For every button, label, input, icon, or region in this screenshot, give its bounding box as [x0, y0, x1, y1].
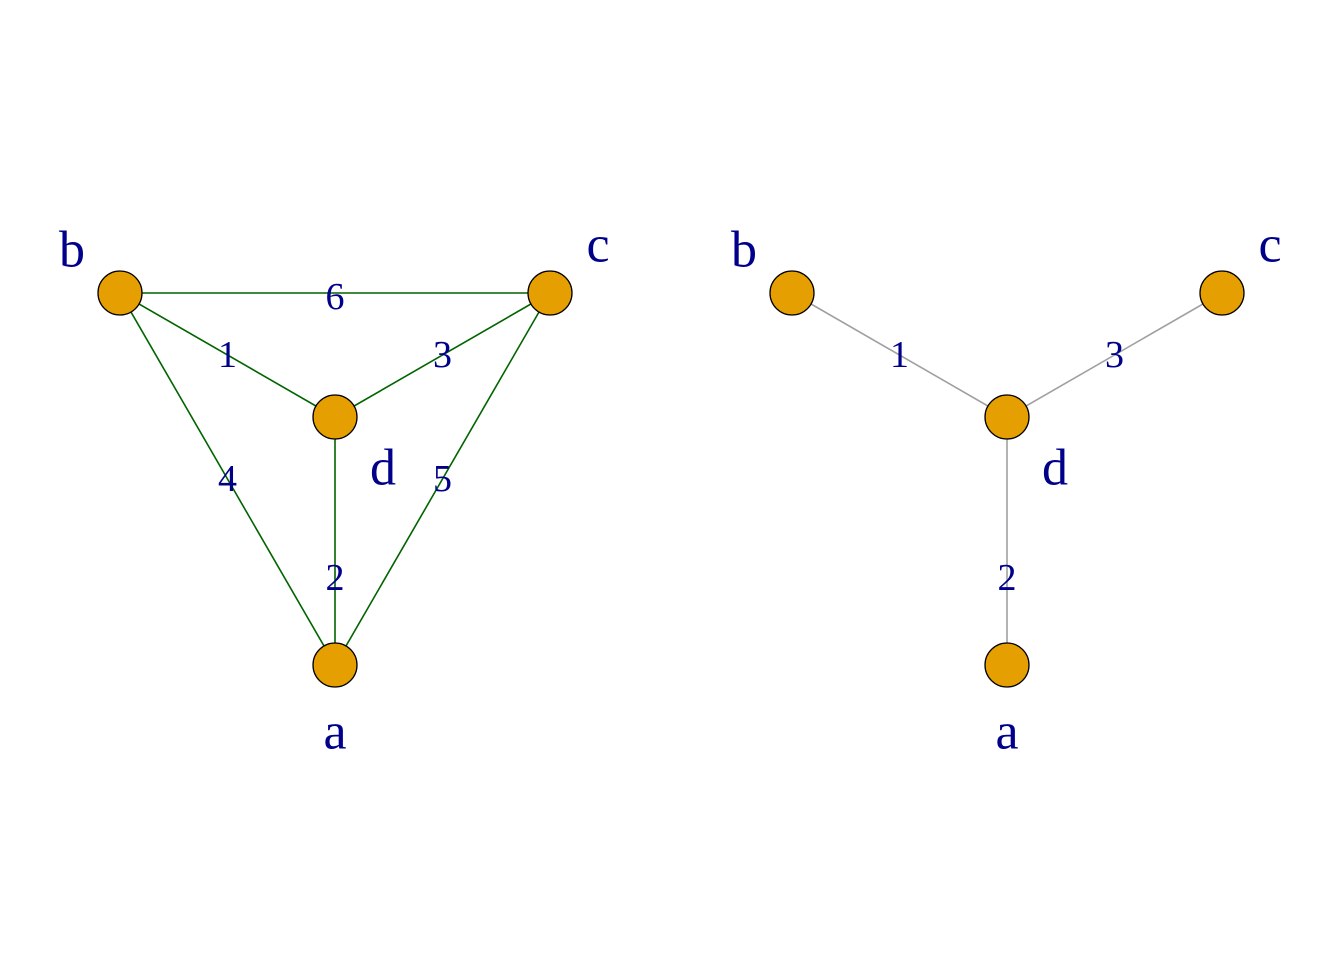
edge-label: 1 [218, 334, 237, 376]
vertex-b [769, 270, 815, 316]
full-graph-panel: 1 2 3 4 5 6 a b c d [59, 217, 610, 761]
edge-label: 2 [998, 557, 1017, 599]
vertex-label-a: a [995, 704, 1018, 761]
edge-b-d [119, 292, 336, 418]
edge-label: 4 [218, 458, 237, 500]
edge-a-b [119, 292, 336, 666]
edge-label: 3 [1105, 334, 1124, 376]
edge-label: 2 [326, 557, 345, 599]
vertex-a [984, 642, 1030, 688]
vertex-a [312, 642, 358, 688]
vertex-label-d: d [1042, 440, 1068, 497]
edges: 1 2 3 4 5 6 [119, 276, 551, 666]
vertex-label-a: a [323, 704, 346, 761]
vertex-label-c: c [1258, 217, 1281, 274]
vertex-label-d: d [370, 440, 396, 497]
vertex-d [312, 394, 358, 440]
vertices: a b c d [731, 217, 1282, 761]
vertex-c [1199, 270, 1245, 316]
edge-label: 5 [433, 458, 452, 500]
edge-label: 3 [433, 334, 452, 376]
vertex-d [984, 394, 1030, 440]
vertex-label-c: c [586, 217, 609, 274]
vertex-c [527, 270, 573, 316]
edge-label: 6 [326, 276, 345, 318]
edge-c-d [334, 292, 551, 418]
edge-a-c [334, 292, 551, 666]
edges: 1 2 3 [791, 292, 1223, 665]
edge-c-d [1006, 292, 1223, 418]
vertex-b [97, 270, 143, 316]
edge-label: 1 [890, 334, 909, 376]
vertex-label-b: b [731, 222, 757, 279]
vertices: a b c d [59, 217, 610, 761]
vertex-label-b: b [59, 222, 85, 279]
edge-b-d [791, 292, 1008, 418]
spanning-tree-panel: 1 2 3 a b c d [731, 217, 1282, 761]
